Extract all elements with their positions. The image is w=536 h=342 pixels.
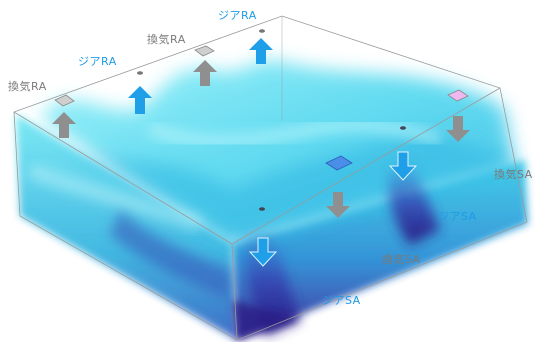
- arrow-exhaust-sa-center-down-icon: [326, 192, 350, 218]
- arrow-exhaust-ra-left-up-icon: [52, 112, 76, 138]
- label-exhaust-ra-left: 換気RA: [8, 80, 47, 93]
- arrow-jia-sa-right-down-icon: [388, 151, 418, 181]
- label-jia-sa-bottom: ジアSA: [322, 294, 361, 307]
- arrow-jia-ra-top-up-icon: [249, 38, 273, 64]
- label-jia-ra-top: ジアRA: [218, 9, 257, 22]
- room-wireframe: [13, 15, 528, 341]
- vent-exhaust-sa-right: [447, 89, 469, 102]
- vent-exhaust-ra-top: [194, 45, 215, 57]
- vent-jia-ra-top: [259, 29, 265, 33]
- vent-exhaust-ra-left: [54, 94, 75, 107]
- vent-jia-sa-bottom: [259, 207, 265, 211]
- vent-jia-sa-right: [400, 126, 406, 130]
- label-exhaust-ra-top: 換気RA: [147, 33, 186, 46]
- label-jia-sa-right: ジアSA: [438, 210, 477, 223]
- vent-jia-ra-left: [137, 71, 143, 75]
- ceiling-vents: [54, 29, 469, 211]
- airflow-volume: [16, 60, 528, 340]
- arrow-exhaust-ra-top-up-icon: [193, 60, 217, 86]
- label-exhaust-sa-bottom: 換気SA: [382, 253, 421, 266]
- arrow-jia-ra-left-up-icon: [128, 86, 152, 114]
- vent-jia-sa-center: [325, 155, 353, 171]
- label-jia-ra-left: ジアRA: [78, 55, 117, 68]
- arrow-exhaust-sa-right-down-icon: [446, 116, 470, 142]
- flow-arrows: [52, 38, 470, 267]
- label-exhaust-sa-right: 換気SA: [494, 168, 533, 181]
- arrow-jia-sa-bottom-down-icon: [248, 237, 278, 267]
